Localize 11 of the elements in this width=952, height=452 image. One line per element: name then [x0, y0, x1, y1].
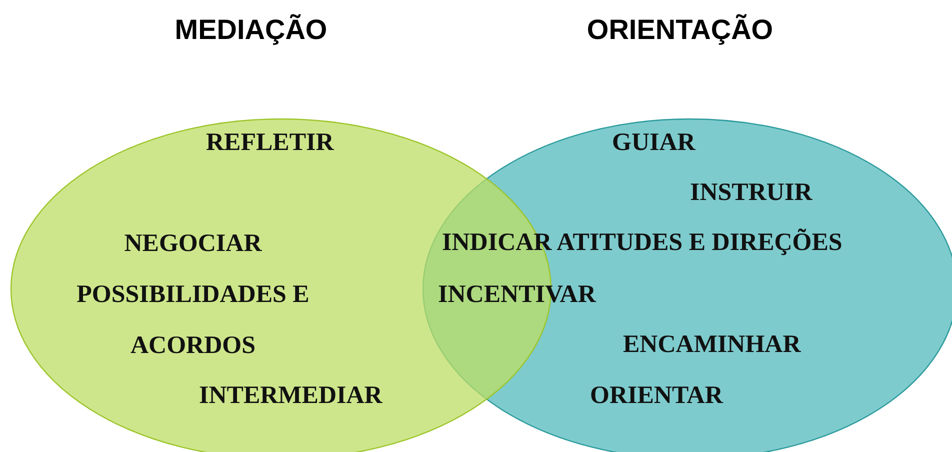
venn-term: ENCAMINHAR — [623, 330, 801, 360]
venn-term: NEGOCIAR POSSIBILIDADES E ACORDOS — [76, 229, 310, 361]
circle-heading: ORIENTAÇÃO — [586, 13, 774, 47]
circle-heading: MEDIAÇÃO — [174, 13, 328, 47]
venn-term: INCENTIVAR — [438, 280, 596, 310]
venn-term: INTERMEDIAR — [199, 381, 382, 411]
venn-term: REFLETIR — [206, 128, 334, 158]
venn-term: INDICAR ATITUDES E DIREÇÕES — [442, 228, 842, 258]
venn-term: ORIENTAR — [590, 381, 723, 411]
venn-term: GUIAR — [612, 128, 696, 158]
venn-term: INSTRUIR — [690, 178, 812, 208]
